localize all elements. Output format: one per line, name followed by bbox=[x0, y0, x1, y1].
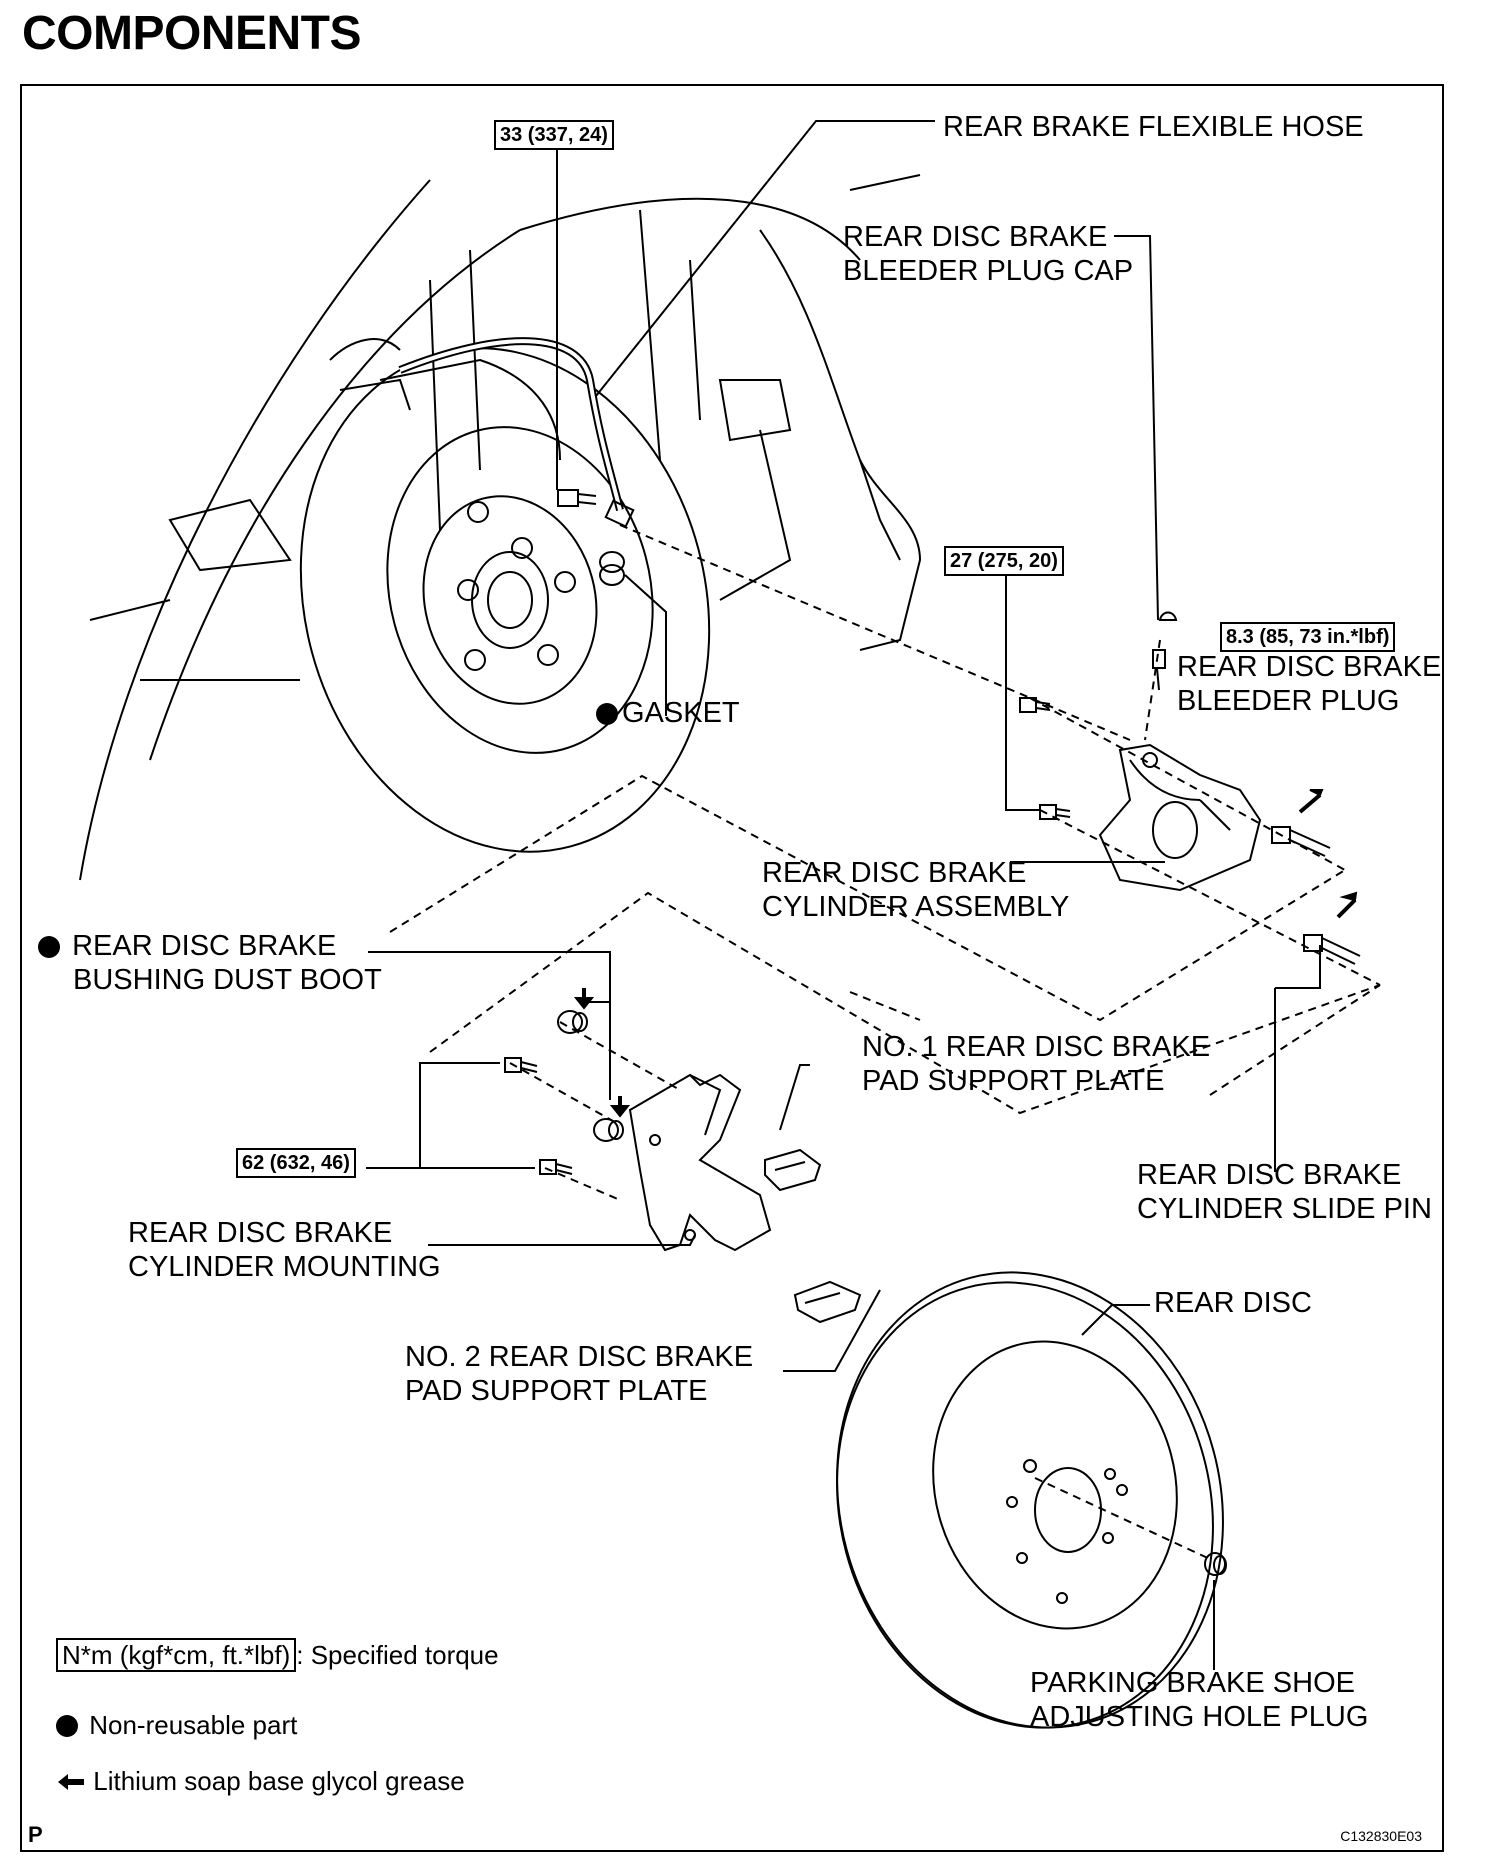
flexible-hose bbox=[398, 337, 635, 528]
figure-code: C132830E03 bbox=[1340, 1828, 1422, 1844]
nonreusable-dot-icon bbox=[56, 1715, 78, 1737]
label-hole-plug: PARKING BRAKE SHOE ADJUSTING HOLE PLUG bbox=[1030, 1666, 1368, 1734]
label-cylinder-assembly-line2: CYLINDER ASSEMBLY bbox=[762, 891, 1070, 923]
caliper-cylinder-assembly bbox=[1098, 743, 1262, 892]
label-bleeder-cap: REAR DISC BRAKE BLEEDER PLUG CAP bbox=[843, 220, 1133, 288]
adjusting-hole-plug bbox=[1204, 1552, 1227, 1576]
label-support-plate-1-line1: NO. 1 REAR DISC BRAKE bbox=[862, 1031, 1211, 1063]
label-support-plate-2-line1: NO. 2 REAR DISC BRAKE bbox=[405, 1341, 754, 1373]
page-title: COMPONENTS bbox=[22, 7, 362, 60]
rear-disc-rotor bbox=[836, 1271, 1224, 1729]
label-mounting-line1: REAR DISC BRAKE bbox=[128, 1217, 393, 1249]
wheel-well-outline bbox=[79, 174, 922, 881]
label-gasket: GASKET bbox=[596, 696, 740, 730]
label-dust-boot-line1: REAR DISC BRAKE bbox=[38, 929, 382, 963]
legend-grease-text: Lithium soap base glycol grease bbox=[93, 1766, 465, 1796]
label-gasket-text: GASKET bbox=[622, 697, 740, 729]
label-bleeder-cap-line2: BLEEDER PLUG CAP bbox=[843, 255, 1134, 287]
label-support-plate-2: NO. 2 REAR DISC BRAKE PAD SUPPORT PLATE bbox=[405, 1340, 753, 1408]
label-hole-plug-line1: PARKING BRAKE SHOE bbox=[1030, 1667, 1355, 1699]
legend-torque-unit: N*m (kgf*cm, ft.*lbf) bbox=[56, 1638, 297, 1672]
label-mounting-line2: CYLINDER MOUNTING bbox=[128, 1251, 441, 1283]
label-cylinder-assembly-line1: REAR DISC BRAKE bbox=[762, 857, 1027, 889]
torque-mounting-bolt: 62 (632, 46) bbox=[236, 1148, 356, 1178]
hub-assembly bbox=[299, 347, 711, 853]
label-support-plate-1: NO. 1 REAR DISC BRAKE PAD SUPPORT PLATE bbox=[862, 1030, 1210, 1098]
legend-grease: Lithium soap base glycol grease bbox=[56, 1766, 465, 1797]
label-flexible-hose: REAR BRAKE FLEXIBLE HOSE bbox=[943, 111, 1364, 143]
caliper-bolts bbox=[1019, 697, 1071, 820]
page-marker: P bbox=[28, 1822, 43, 1847]
label-dust-boot-line2: BUSHING DUST BOOT bbox=[73, 964, 382, 996]
label-slide-pin: REAR DISC BRAKE CYLINDER SLIDE PIN bbox=[1137, 1158, 1432, 1226]
label-cylinder-assembly: REAR DISC BRAKE CYLINDER ASSEMBLY bbox=[762, 856, 1069, 924]
mounting-bolts bbox=[504, 1057, 573, 1175]
label-bleeder-plug-line2: BLEEDER PLUG bbox=[1177, 685, 1400, 717]
pad-support-plate-1 bbox=[764, 1148, 822, 1192]
label-hole-plug-line2: ADJUSTING HOLE PLUG bbox=[1030, 1701, 1369, 1733]
bleeder-plug bbox=[1152, 611, 1178, 691]
torque-bleeder-plug: 8.3 (85, 73 in.*lbf) bbox=[1220, 622, 1396, 652]
label-dust-boot: REAR DISC BRAKE BUSHING DUST BOOT bbox=[38, 929, 382, 997]
slide-pins bbox=[1271, 789, 1361, 965]
torque-cylinder-bolt: 27 (275, 20) bbox=[944, 546, 1064, 576]
hose-union-bolt bbox=[557, 489, 597, 507]
legend-nonreusable-text: Non-reusable part bbox=[89, 1710, 298, 1740]
legend-torque: N*m (kgf*cm, ft.*lbf): Specified torque bbox=[56, 1638, 499, 1672]
label-rear-disc: REAR DISC bbox=[1154, 1287, 1312, 1319]
gasket bbox=[599, 551, 625, 586]
label-mounting: REAR DISC BRAKE CYLINDER MOUNTING bbox=[128, 1216, 441, 1284]
legend-nonreusable: Non-reusable part bbox=[56, 1710, 297, 1741]
grease-arrow-icon bbox=[58, 1774, 84, 1790]
nonreusable-dot-icon bbox=[38, 936, 60, 958]
label-bleeder-cap-line1: REAR DISC BRAKE bbox=[843, 221, 1108, 253]
label-support-plate-1-line2: PAD SUPPORT PLATE bbox=[862, 1065, 1165, 1097]
nonreusable-dot-icon bbox=[596, 703, 618, 725]
dust-boots bbox=[557, 988, 631, 1142]
torque-hose-bolt: 33 (337, 24) bbox=[494, 120, 614, 150]
label-slide-pin-line2: CYLINDER SLIDE PIN bbox=[1137, 1193, 1432, 1225]
diagram-frame bbox=[20, 84, 1444, 1852]
label-dust-boot-line1-text: REAR DISC BRAKE bbox=[72, 930, 337, 962]
label-slide-pin-line1: REAR DISC BRAKE bbox=[1137, 1159, 1402, 1191]
legend-torque-text: : Specified torque bbox=[296, 1640, 499, 1670]
label-bleeder-plug-line1: REAR DISC BRAKE bbox=[1177, 651, 1442, 683]
label-bleeder-plug: REAR DISC BRAKE BLEEDER PLUG bbox=[1177, 650, 1441, 718]
cylinder-mounting-bracket bbox=[628, 1073, 772, 1252]
pad-support-plate-2 bbox=[793, 1280, 862, 1324]
label-support-plate-2-line2: PAD SUPPORT PLATE bbox=[405, 1375, 708, 1407]
